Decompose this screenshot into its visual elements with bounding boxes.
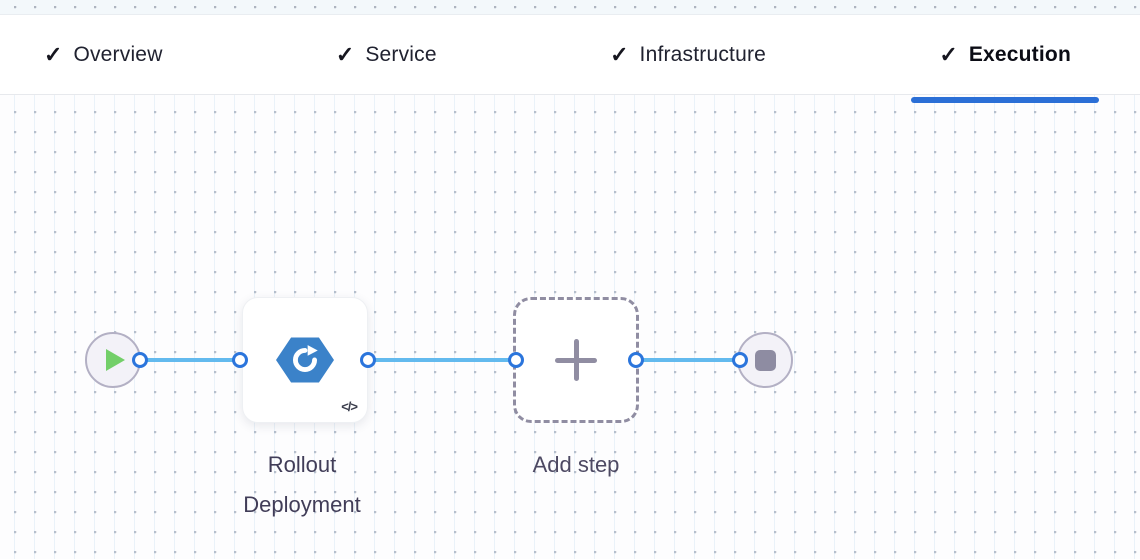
- tab-overview[interactable]: ✓ Overview: [16, 15, 191, 94]
- edge-port[interactable]: [628, 352, 644, 368]
- tab-execution[interactable]: ✓ Execution: [911, 15, 1099, 103]
- check-icon: ✓: [44, 41, 63, 67]
- edge-port[interactable]: [360, 352, 376, 368]
- tab-label: Infrastructure: [639, 42, 767, 66]
- plus-icon: [555, 339, 597, 381]
- step-node-label: Rollout Deployment: [243, 452, 361, 517]
- pipeline-canvas[interactable]: </> Rollout Deployment Add step: [0, 95, 1140, 559]
- stop-icon: [754, 349, 776, 371]
- check-icon: ✓: [610, 41, 629, 67]
- check-icon: ✓: [939, 41, 958, 67]
- add-step-label: Add step: [532, 452, 620, 477]
- step-node-rollout-deployment[interactable]: </>: [242, 297, 368, 423]
- tab-label: Execution: [968, 42, 1071, 66]
- rollout-deployment-icon: [276, 337, 334, 383]
- check-icon: ✓: [335, 41, 355, 67]
- edge-port[interactable]: [232, 352, 248, 368]
- canvas-top-strip: [0, 0, 1140, 15]
- edge-port[interactable]: [132, 352, 148, 368]
- edge-port[interactable]: [508, 352, 524, 368]
- stage-tabbar: ✓ Overview ✓ Service ✓ Infrastructure ✓ …: [0, 15, 1140, 103]
- add-step-button[interactable]: [513, 297, 639, 423]
- start-node[interactable]: [85, 332, 141, 388]
- edge-line: [140, 358, 240, 362]
- code-icon: </>: [341, 399, 358, 414]
- edge-line: [368, 358, 516, 362]
- play-icon: [106, 349, 125, 371]
- tab-infrastructure[interactable]: ✓ Infrastructure: [582, 15, 794, 94]
- tab-service[interactable]: ✓ Service: [308, 15, 465, 94]
- tab-label: Service: [365, 42, 437, 66]
- active-tab-underline: [911, 97, 1099, 103]
- edge-port[interactable]: [732, 352, 748, 368]
- tab-label: Overview: [73, 42, 163, 66]
- edge-line: [636, 358, 740, 362]
